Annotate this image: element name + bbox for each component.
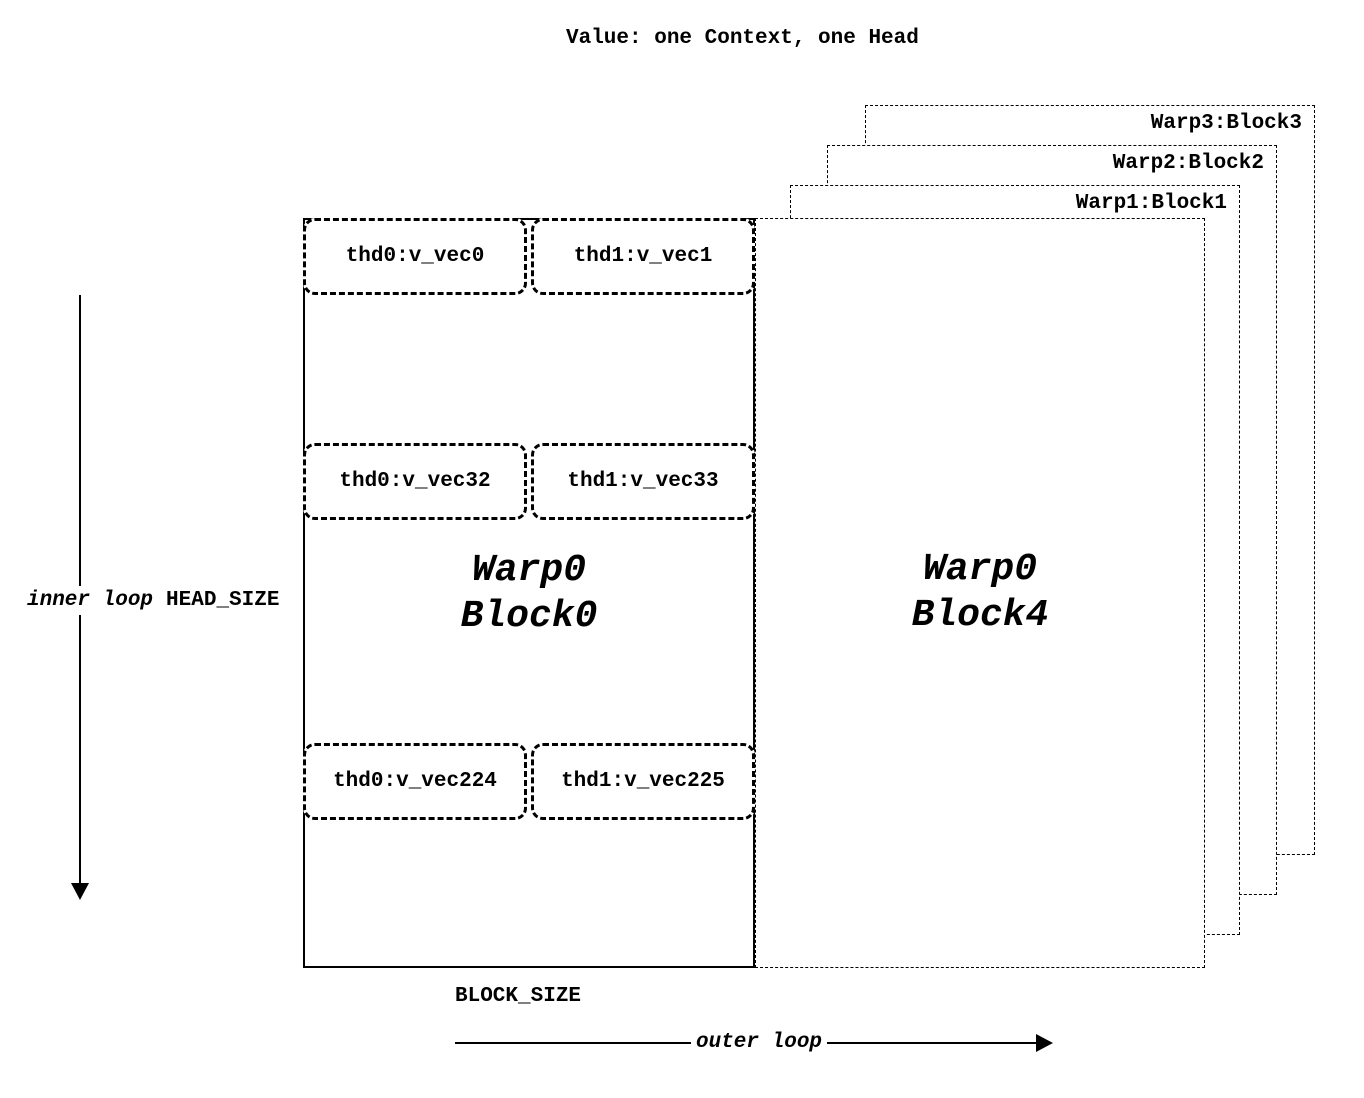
thread-box-v_vec225: thd1:v_vec225	[531, 743, 755, 820]
inner-loop-label-text: inner loop	[27, 589, 154, 612]
thread-box-v_vec224: thd0:v_vec224	[303, 743, 527, 820]
block4-label-line1: Warp0	[922, 548, 1038, 591]
thread-box-v_vec33: thd1:v_vec33	[531, 443, 755, 520]
block-warp0-block4: Warp0 Block4	[755, 218, 1205, 968]
diagram-title: Value: one Context, one Head	[566, 27, 919, 50]
block4-label: Warp0 Block4	[756, 547, 1204, 639]
block4-label-line2: Block4	[911, 594, 1049, 637]
block0-label-line1: Warp0	[471, 549, 587, 592]
arrowhead-right-icon	[1036, 1034, 1053, 1052]
arrowhead-down-icon	[71, 883, 89, 900]
thread-box-v_vec0: thd0:v_vec0	[303, 218, 527, 295]
block0-label-line2: Block0	[460, 595, 598, 638]
block-warp3-block3-label: Warp3:Block3	[1150, 112, 1302, 135]
block-warp0-block0: Warp0 Block0	[303, 218, 755, 968]
block-warp1-block1-label: Warp1:Block1	[1075, 192, 1227, 215]
inner-loop-label: inner loop HEAD_SIZE	[25, 586, 282, 615]
block-size-label: BLOCK_SIZE	[455, 985, 582, 1008]
head-size-label: HEAD_SIZE	[166, 589, 280, 612]
outer-loop-label: outer loop	[691, 1031, 828, 1054]
block-warp2-block2-label: Warp2:Block2	[1112, 152, 1264, 175]
thread-box-v_vec1: thd1:v_vec1	[531, 218, 755, 295]
block0-label: Warp0 Block0	[305, 548, 753, 640]
thread-box-v_vec32: thd0:v_vec32	[303, 443, 527, 520]
